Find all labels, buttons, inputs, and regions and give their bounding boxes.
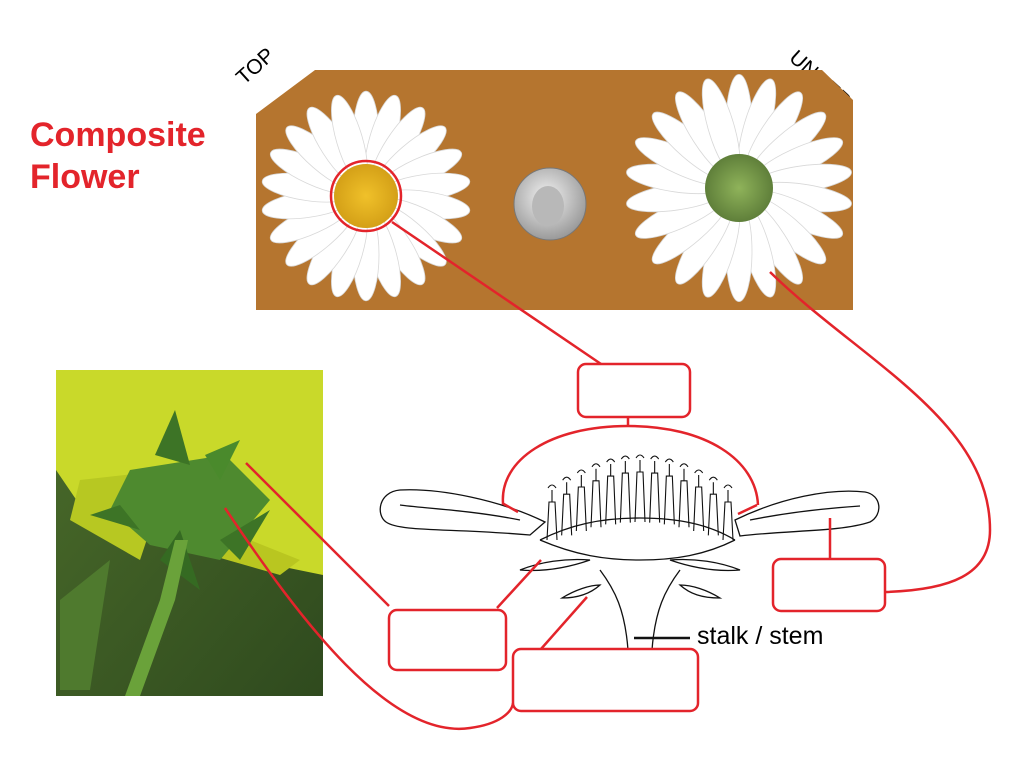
label-boxes	[387, 362, 887, 713]
yellow-flower-photo	[56, 370, 323, 696]
blank-label-box-ray[interactable]	[771, 557, 887, 613]
title-line-1: Composite	[30, 116, 206, 154]
page-title: Composite Flower	[30, 114, 206, 198]
stalk-stem-label: stalk / stem	[697, 622, 824, 650]
flower-cross-section	[379, 454, 880, 651]
underside-leader-line	[769, 271, 992, 594]
annotation-lines	[223, 159, 992, 731]
disc-bracket	[501, 424, 760, 506]
disc-leader-line	[391, 220, 602, 366]
blank-label-box-disc[interactable]	[576, 362, 692, 419]
blank-label-box-receptacle[interactable]	[387, 608, 508, 672]
daisy-under-view	[626, 74, 852, 302]
top-photo	[256, 70, 853, 310]
disc-florets	[546, 454, 734, 541]
dime-coin	[513, 167, 587, 241]
title-line-2: Flower	[30, 158, 140, 196]
bract-leader-line	[223, 507, 515, 731]
blank-label-box-bract[interactable]	[511, 647, 700, 713]
disc-highlight-circle	[329, 159, 403, 233]
